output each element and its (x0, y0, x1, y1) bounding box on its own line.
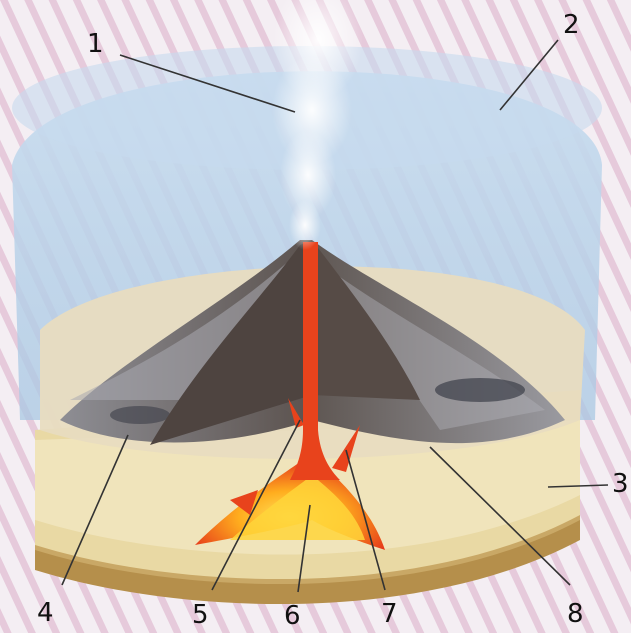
label-8: 8 (567, 601, 584, 627)
label-7: 7 (381, 601, 398, 627)
label-2: 2 (563, 12, 580, 38)
label-6: 6 (284, 603, 301, 629)
label-4: 4 (37, 600, 54, 626)
label-5: 5 (192, 602, 209, 628)
label-1: 1 (87, 31, 104, 57)
label-3: 3 (612, 471, 629, 497)
